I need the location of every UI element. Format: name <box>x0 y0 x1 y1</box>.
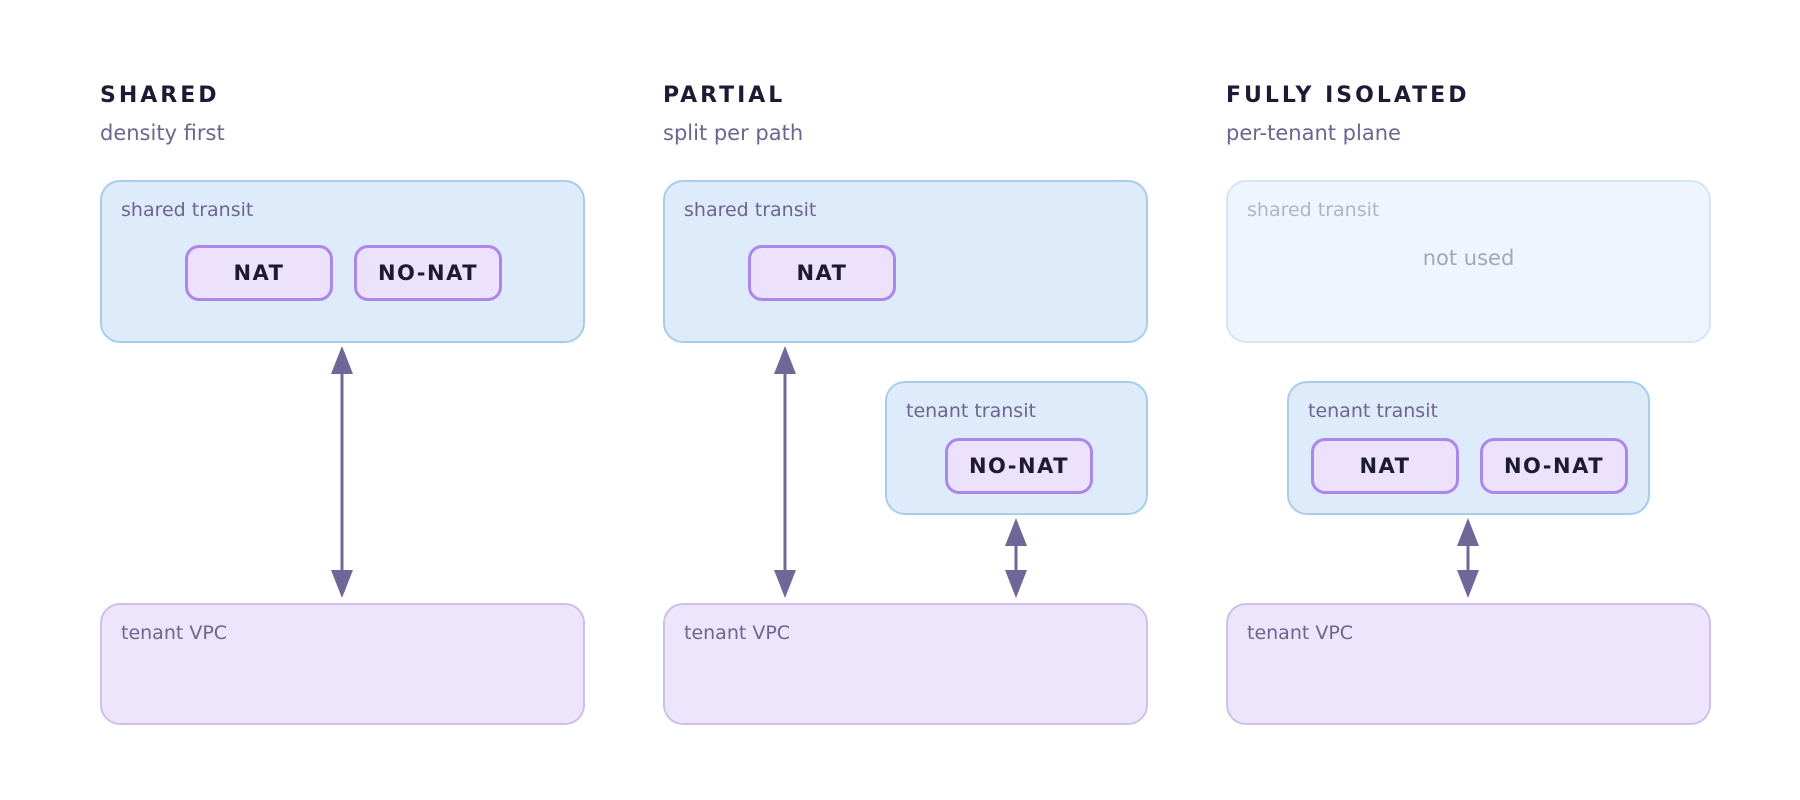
tenant-vpc-label: tenant VPC <box>684 622 791 644</box>
shared-transit-box: shared transit NAT NO-NAT <box>100 180 585 343</box>
column-subtitle: density first <box>100 121 225 145</box>
column-fully-isolated: FULLY ISOLATED per-tenant plane shared t… <box>1226 0 1711 800</box>
double-arrow-tenant-transit-to-vpc <box>1005 518 1027 598</box>
double-arrow-shared-to-vpc <box>331 346 353 598</box>
no-nat-pill: NO-NAT <box>1480 438 1628 494</box>
tenant-vpc-label: tenant VPC <box>1247 622 1354 644</box>
shared-transit-label: shared transit <box>684 199 817 221</box>
column-partial: PARTIAL split per path shared transit NA… <box>663 0 1148 800</box>
column-title: PARTIAL <box>663 83 786 108</box>
shared-transit-label: shared transit <box>121 199 254 221</box>
not-used-note: not used <box>1422 246 1515 270</box>
column-subtitle: split per path <box>663 121 804 145</box>
tenant-vpc-box: tenant VPC <box>1226 603 1711 725</box>
double-arrow-tenant-transit-to-vpc <box>1457 518 1479 598</box>
column-shared: SHARED density first shared transit NAT … <box>100 0 585 800</box>
double-arrow-shared-to-vpc <box>774 346 796 598</box>
no-nat-pill: NO-NAT <box>945 438 1093 494</box>
tenant-transit-box: tenant transit NAT NO-NAT <box>1287 381 1650 515</box>
tenant-transit-label: tenant transit <box>1308 400 1438 422</box>
shared-transit-box-unused: shared transit not used <box>1226 180 1711 343</box>
shared-transit-label: shared transit <box>1247 199 1380 221</box>
column-title: FULLY ISOLATED <box>1226 83 1470 108</box>
nat-pill: NAT <box>185 245 333 301</box>
column-title: SHARED <box>100 83 220 108</box>
tenant-transit-box: tenant transit NO-NAT <box>885 381 1148 515</box>
column-subtitle: per-tenant plane <box>1226 121 1401 145</box>
tenant-vpc-box: tenant VPC <box>100 603 585 725</box>
shared-transit-box: shared transit NAT <box>663 180 1148 343</box>
tenant-vpc-box: tenant VPC <box>663 603 1148 725</box>
no-nat-pill: NO-NAT <box>354 245 502 301</box>
nat-pill: NAT <box>1311 438 1459 494</box>
tenant-transit-label: tenant transit <box>906 400 1036 422</box>
nat-pill: NAT <box>748 245 896 301</box>
tenant-vpc-label: tenant VPC <box>121 622 228 644</box>
